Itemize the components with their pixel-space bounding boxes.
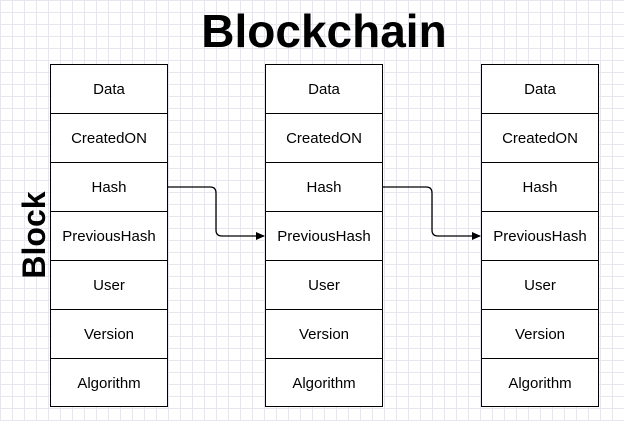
hash-link-arrow-2 (383, 186, 481, 240)
block-1-createdon-field: CreatedON (51, 114, 167, 163)
block-3-createdon-field: CreatedON (482, 114, 598, 163)
block-3-version-field: Version (482, 310, 598, 359)
diagram-title: Blockchain (201, 5, 447, 57)
block-2-version-field: Version (266, 310, 382, 359)
block-1: Data CreatedON Hash PreviousHash User Ve… (50, 64, 168, 407)
hash-link-arrow-1 (168, 186, 265, 240)
block-3-user-field: User (482, 261, 598, 310)
block-3-algorithm-field: Algorithm (508, 375, 572, 392)
block-1-data-field: Data (51, 65, 167, 114)
block-2-user-field: User (266, 261, 382, 310)
block-1-user-field: User (51, 261, 167, 310)
block-2-data-field: Data (266, 65, 382, 114)
block-1-hash-field: Hash (51, 163, 167, 212)
block-1-algorithm-field: Algorithm (77, 375, 141, 392)
block-1-version-field: Version (51, 310, 167, 359)
block-2-algorithm-field: Algorithm (292, 375, 356, 392)
block-1-previoushash-field: PreviousHash (51, 212, 167, 261)
block-2: Data CreatedON Hash PreviousHash User Ve… (265, 64, 383, 407)
block-2-hash-field: Hash (266, 163, 382, 212)
block-3: Data CreatedON Hash PreviousHash User Ve… (481, 64, 599, 407)
block-3-hash-field: Hash (482, 163, 598, 212)
block-3-previoushash-field: PreviousHash (482, 212, 598, 261)
block-2-createdon-field: CreatedON (266, 114, 382, 163)
block-3-data-field: Data (482, 65, 598, 114)
block-2-previoushash-field: PreviousHash (266, 212, 382, 261)
